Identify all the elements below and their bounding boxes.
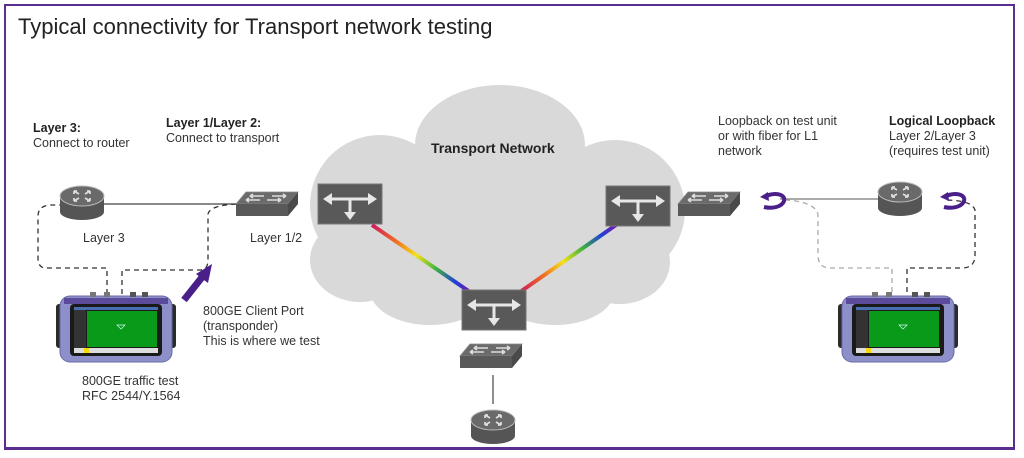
client-port-line-2: (transponder): [203, 319, 279, 333]
layer3-annotation: Layer 3: Connect to router: [33, 121, 130, 151]
tester-left-icon[interactable]: [55, 291, 177, 363]
switch-left-label: Layer 1/2: [250, 231, 303, 245]
tester-right-icon[interactable]: [837, 291, 959, 363]
loopback-line-2: or with fiber for L1: [718, 129, 819, 143]
link-transport-right-diagonal: [518, 223, 618, 294]
logical-loopback-annotation: Logical Loopback Layer 2/Layer 3 (requir…: [889, 114, 995, 159]
loopback-annotation: Loopback on test unit or with fiber for …: [718, 114, 837, 159]
dashed-link-tester-right-switch: [785, 199, 893, 292]
logical-loopback-line-1: Layer 2/Layer 3: [889, 129, 976, 143]
router-left-icon[interactable]: [59, 185, 105, 221]
layer12-text: Connect to transport: [166, 131, 280, 145]
traffic-test-line-1: 800GE traffic test: [82, 374, 179, 388]
transport-node-right-icon[interactable]: [604, 184, 672, 228]
client-port-line-1: 800GE Client Port: [203, 304, 304, 318]
transport-network-cloud: [310, 85, 685, 325]
dashed-link-tester-left-router: [37, 204, 108, 294]
page-title: Typical connectivity for Transport netwo…: [18, 14, 493, 39]
dashed-link-tester-right-router: [906, 199, 976, 292]
layer3-heading: Layer 3:: [33, 121, 81, 135]
switch-left-icon[interactable]: [235, 191, 299, 217]
dashed-link-tester-left-switch: [121, 203, 239, 294]
loopback-arrow-icon: [758, 190, 787, 210]
layer3-text: Connect to router: [33, 136, 130, 150]
client-port-arrow-icon: [181, 264, 212, 303]
loopback-line-3: network: [718, 144, 762, 158]
layer12-annotation: Layer 1/Layer 2: Connect to transport: [166, 116, 279, 146]
router-right-icon[interactable]: [877, 181, 923, 217]
switch-bottom-icon[interactable]: [459, 343, 523, 369]
transport-node-bottom-icon[interactable]: [460, 288, 528, 332]
traffic-test-annotation: 800GE traffic test RFC 2544/Y.1564: [82, 374, 180, 404]
transport-node-left-icon[interactable]: [316, 182, 384, 226]
client-port-annotation: 800GE Client Port (transponder) This is …: [203, 304, 320, 349]
traffic-test-line-2: RFC 2544/Y.1564: [82, 389, 181, 403]
client-port-line-3: This is where we test: [203, 334, 320, 348]
router-left-label: Layer 3: [83, 231, 125, 245]
link-transport-left-diagonal: [370, 223, 472, 294]
logical-loopback-line-2: (requires test unit): [889, 144, 990, 158]
router-bottom-icon[interactable]: [470, 409, 516, 445]
switch-right-icon[interactable]: [677, 191, 741, 217]
logical-loopback-heading: Logical Loopback: [889, 114, 996, 128]
cloud-label: Transport Network: [431, 140, 555, 156]
loopback-line-1: Loopback on test unit: [718, 114, 837, 128]
layer12-heading: Layer 1/Layer 2:: [166, 116, 262, 130]
